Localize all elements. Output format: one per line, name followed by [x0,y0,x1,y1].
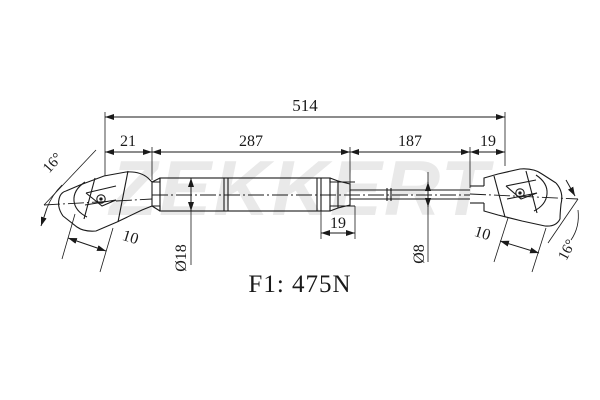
watermark-text: ZEKKERT [108,144,495,232]
piston-rod [350,185,484,204]
angle-16-left: 16° [40,149,97,227]
dimension-19-endcap-label: 19 [330,215,346,232]
dimension-19-endcap: 19 [320,206,356,239]
dimension-dia-18-label: Ø18 [173,244,190,272]
dimension-21: 21 [105,133,152,155]
dimension-overall-514: 514 [104,96,506,176]
dimension-row-secondary: 21 287 187 19 [105,133,505,188]
force-label: F1: 475N [248,271,351,298]
dimension-dia-8-label: Ø8 [411,244,428,264]
left-eye-fitting [57,170,153,232]
dimension-10-right: 10 [472,217,547,273]
dimension-10-left-label: 10 [120,227,140,248]
angle-16-left-label: 16° [40,150,66,176]
dimension-21-label: 21 [120,133,136,150]
angle-16-right-label: 16° [555,237,579,263]
dimension-10-left: 10 [61,213,140,273]
dimension-187-label: 187 [398,133,422,150]
dimension-19-right: 19 [470,133,505,155]
dimension-dia-8: Ø8 [411,172,431,264]
dimension-10-right-label: 10 [472,223,492,244]
watermark-zekkert: ZEKKERT [108,144,495,232]
dimension-187: 187 [350,133,470,155]
dimension-287-label: 287 [239,133,263,150]
dimension-19-right-label: 19 [480,133,496,150]
dimension-dia-18: Ø18 [173,178,194,272]
dimension-287: 287 [152,133,350,155]
cylinder-tube [151,177,355,212]
centerline [43,193,579,206]
angle-16-right: 16° [547,179,579,263]
right-eye-fitting [483,168,563,227]
gas-spring-body [57,168,563,232]
dimension-514-label: 514 [292,96,318,115]
